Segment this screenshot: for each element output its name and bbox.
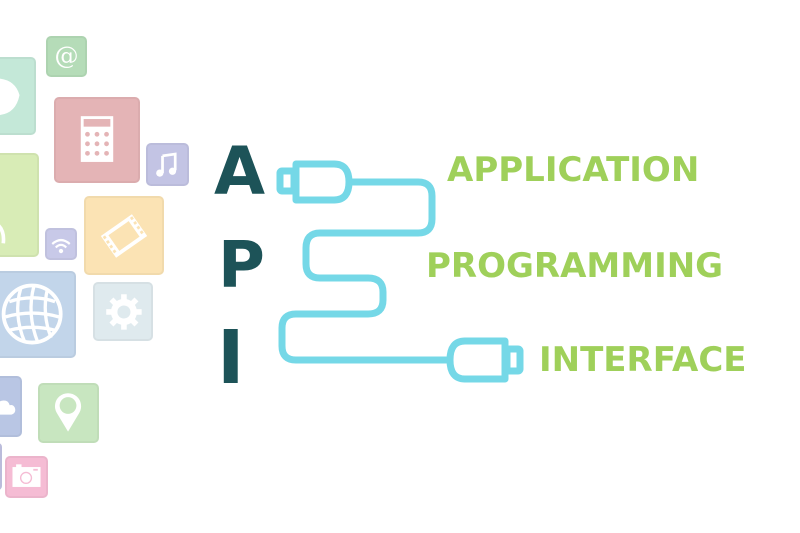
music-note-icon: [156, 152, 177, 177]
music-tile: [146, 143, 189, 186]
signal-tile: [0, 153, 39, 257]
calculator-tile: [54, 97, 140, 183]
usb-plug-bottom-icon: [446, 337, 524, 383]
camera-tile: [5, 456, 48, 498]
acronym-letter-a: A: [214, 133, 266, 210]
word-application: APPLICATION: [447, 150, 700, 190]
wifi-icon: [51, 238, 71, 254]
chat-bubble-icon: [0, 78, 20, 115]
usb-plug-top-icon: [276, 160, 353, 204]
at-tile: @: [46, 36, 87, 77]
gear-icon: [106, 294, 142, 330]
wifi-tile: [45, 228, 77, 260]
signal-icon: [0, 224, 6, 244]
chat-tile: [0, 57, 36, 135]
film-tile: [84, 196, 164, 275]
word-programming: PROGRAMMING: [426, 246, 724, 286]
calculator-icon: [80, 116, 114, 162]
acronym-letter-p: P: [218, 229, 265, 303]
globe-tile: [0, 271, 76, 358]
acronym-letter-i: I: [217, 315, 245, 401]
gear-tile: [93, 282, 153, 341]
pin-tile: [38, 383, 99, 443]
cloud-tile: [0, 376, 22, 437]
word-interface: INTERFACE: [539, 340, 747, 380]
location-pin-icon: [54, 393, 82, 432]
globe-icon: [1, 283, 63, 345]
at-sign-icon: @: [54, 42, 79, 70]
film-icon: [100, 214, 148, 258]
camera-icon: [12, 464, 41, 487]
cable-path: [278, 178, 454, 364]
cloud-icon: [0, 400, 16, 415]
